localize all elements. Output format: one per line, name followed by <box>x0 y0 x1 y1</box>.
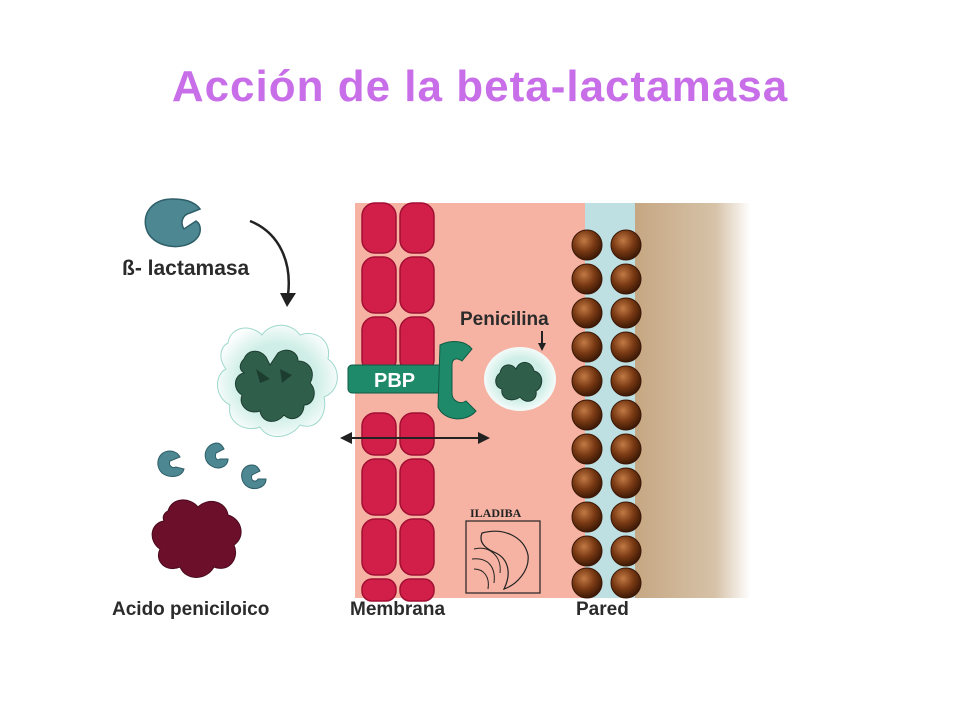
double-arrow-left-head <box>340 432 352 444</box>
penicillin-pointer-head <box>538 343 546 351</box>
membrane-label: Membrana <box>350 599 445 620</box>
penicillin-molecule-icon <box>484 347 556 411</box>
pared-label: Pared <box>576 599 629 620</box>
lactamase-label: ß- lactamasa <box>122 257 250 280</box>
penicilloic-acid-blob <box>151 499 242 578</box>
pbp-label: PBP <box>374 370 415 392</box>
double-arrow-right-head <box>478 432 490 444</box>
peptidoglycan-beads <box>571 229 642 599</box>
curved-arrow-icon <box>249 219 290 296</box>
arrowhead-icon <box>280 293 296 307</box>
beta-lactamase-diagram: ß- lactamasa PBP Penicilina ILADIBA Acid… <box>110 193 830 633</box>
acid-label: Acido peniciloico <box>112 599 269 620</box>
logo-label: ILADIBA <box>470 506 522 520</box>
iladiba-logo <box>465 520 541 594</box>
penicilina-label: Penicilina <box>460 309 549 330</box>
enzyme-fragments <box>157 442 267 490</box>
slide-title: Acción de la beta-lactamasa <box>171 62 789 111</box>
lactamase-enzyme-icon <box>144 198 202 248</box>
enzyme-complex <box>217 324 338 437</box>
pbp-protein <box>347 341 477 420</box>
membrane-bilayer <box>361 202 435 602</box>
pared-outer-layer <box>635 203 750 598</box>
